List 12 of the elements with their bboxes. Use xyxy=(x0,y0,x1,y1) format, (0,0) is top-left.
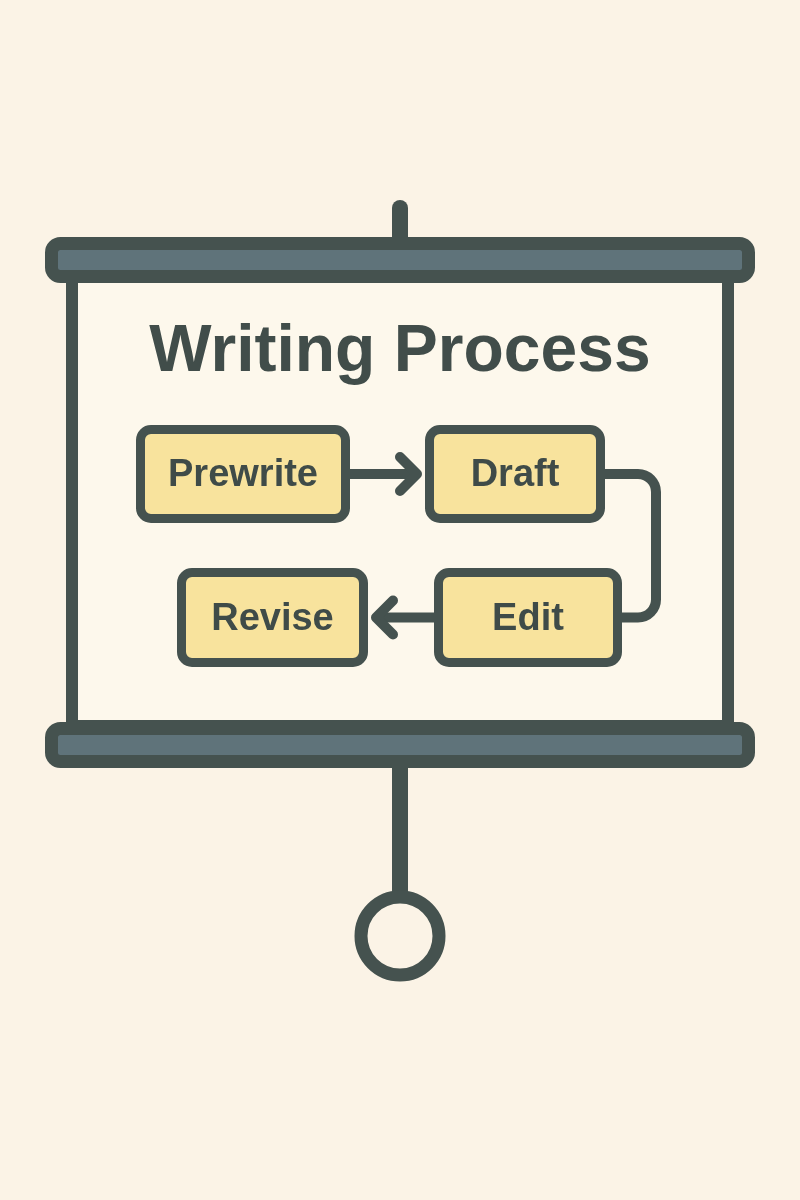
step-label: Prewrite xyxy=(168,452,318,496)
connector-line xyxy=(605,469,661,623)
arrow xyxy=(371,595,434,640)
step-label: Draft xyxy=(470,452,560,496)
process-box xyxy=(136,425,350,523)
step-label: Edit xyxy=(492,595,564,640)
process-box xyxy=(434,568,622,667)
process-box xyxy=(177,568,368,667)
step-label: Revise xyxy=(211,595,334,640)
arrow xyxy=(350,452,422,496)
title: Writing Process xyxy=(149,312,651,385)
process-box xyxy=(425,425,605,523)
